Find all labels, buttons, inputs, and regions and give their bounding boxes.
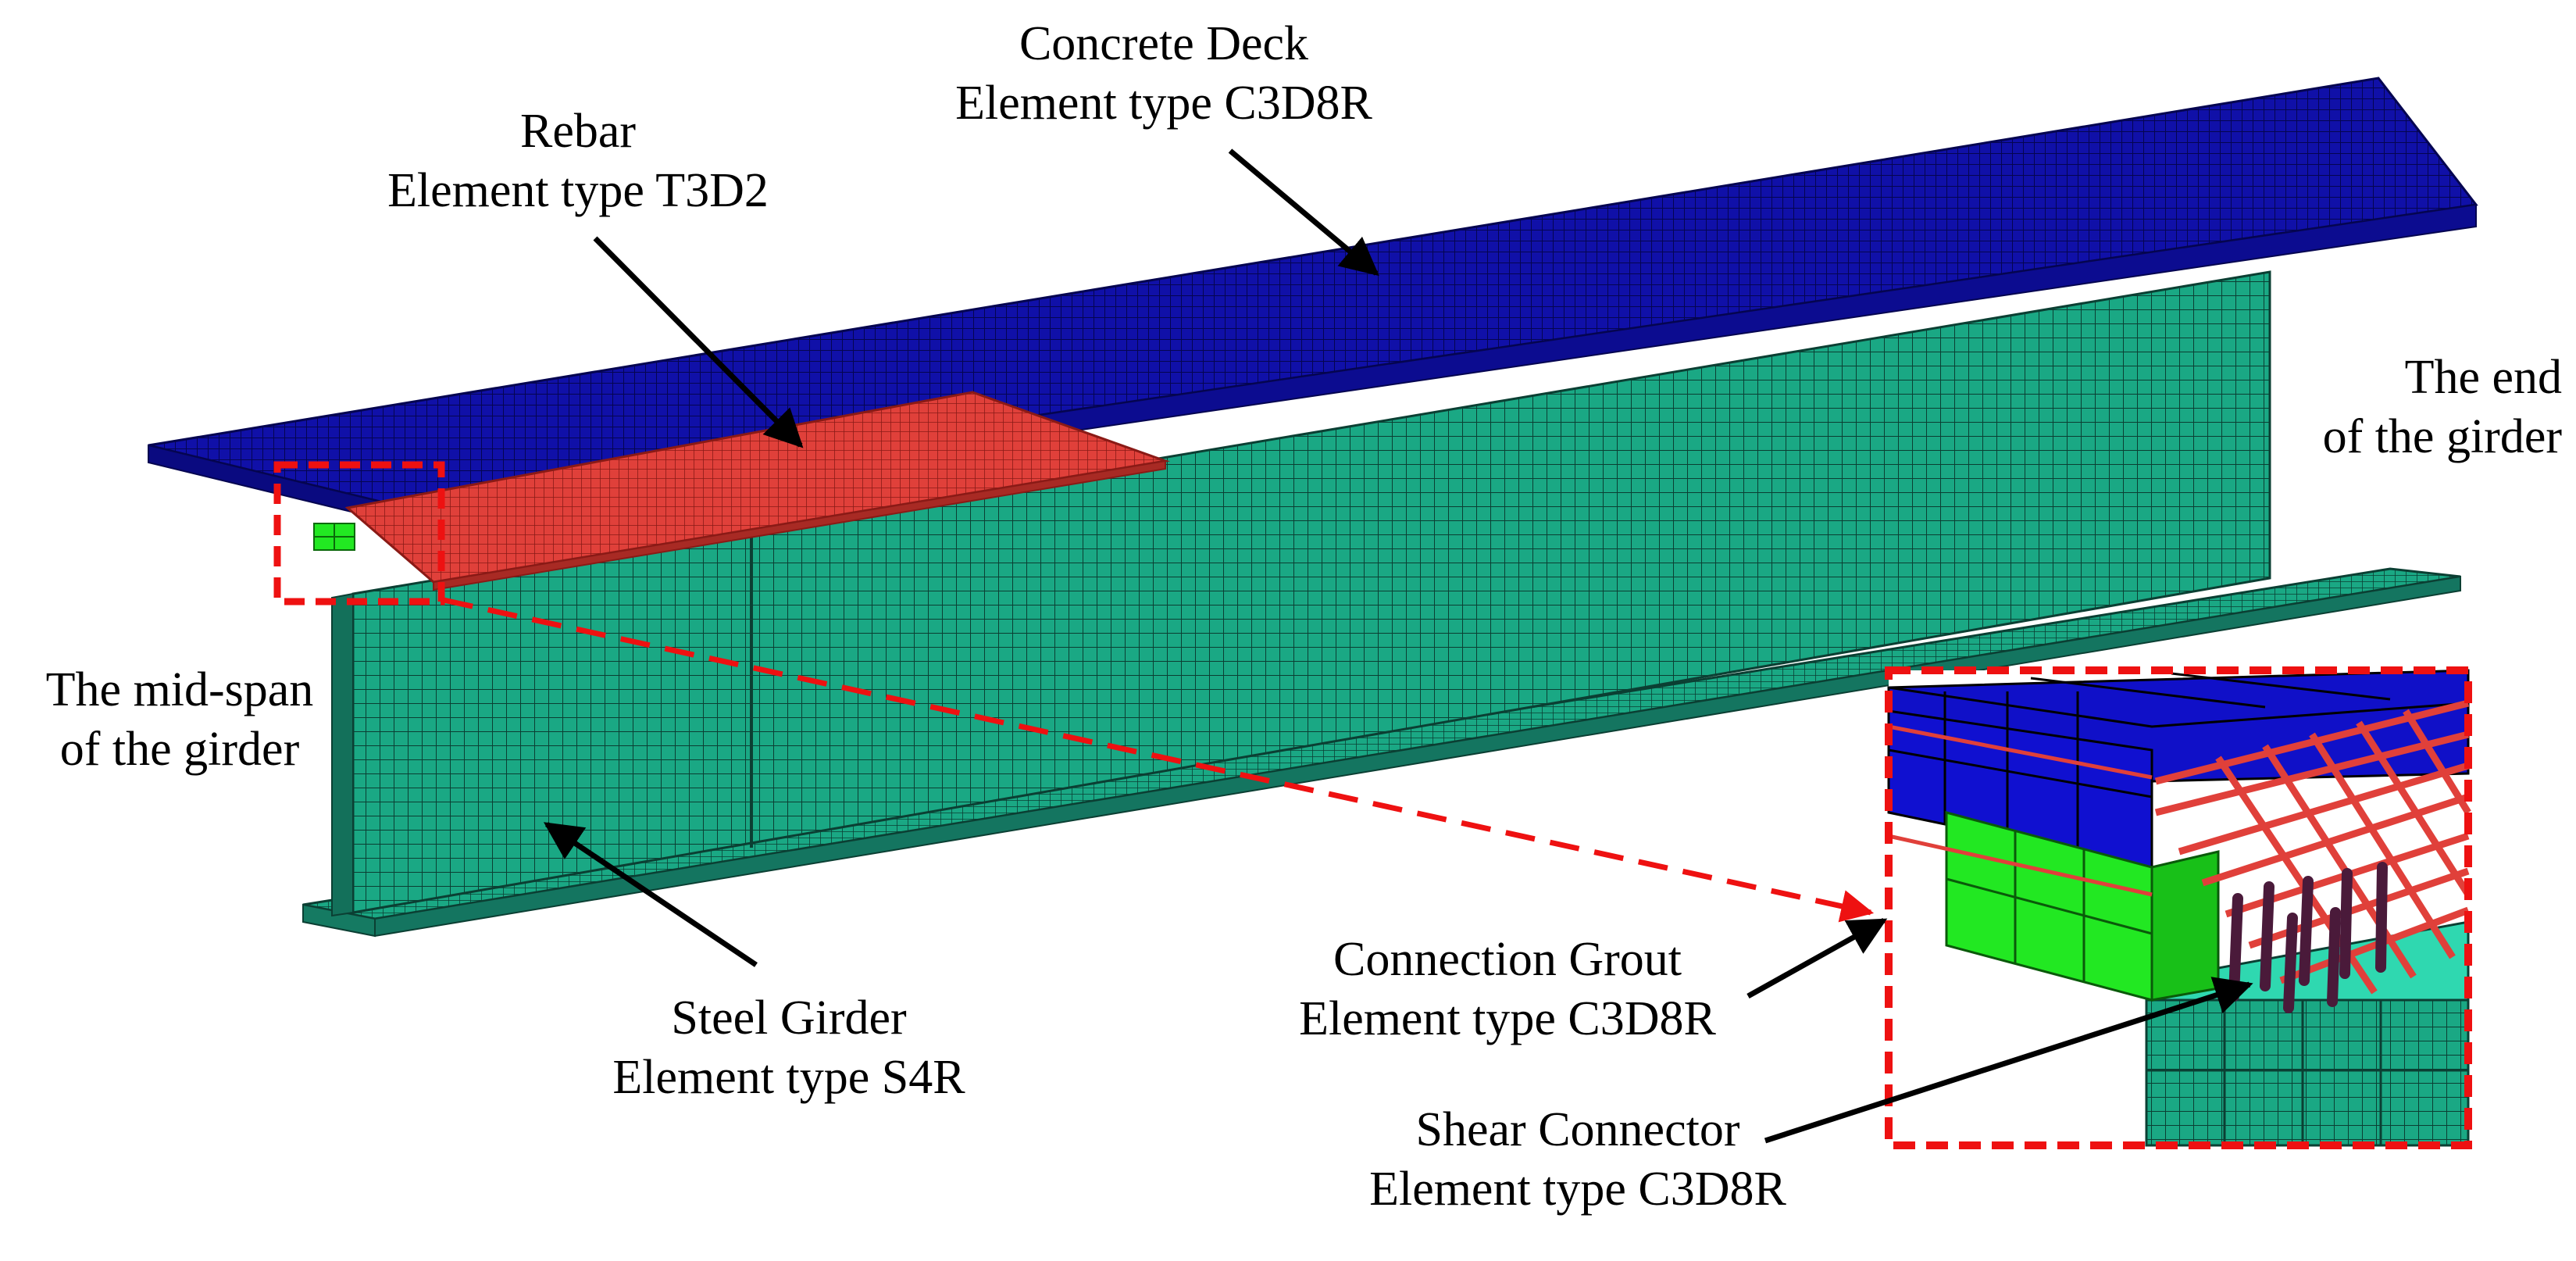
concrete-deck-name: Concrete Deck [1019, 17, 1309, 70]
detail-selection-box [273, 461, 445, 605]
girder-end-line1: The end [2404, 351, 2562, 404]
pointer-arrows [543, 148, 2253, 1144]
rebar-element-type: Element type T3D2 [387, 164, 769, 217]
arrow-to-concrete-deck [1228, 148, 1379, 277]
rebar-label: Rebar Element type T3D2 [328, 102, 828, 220]
arrow-to-steel-girder [543, 822, 758, 967]
mid-span-line2: of the girder [59, 723, 300, 776]
arrow-to-shear-connector [1764, 977, 2253, 1144]
arrow-to-rebar [593, 236, 804, 448]
arrow-to-connection-grout [1746, 917, 1888, 999]
concrete-deck-label: Concrete Deck Element type C3D8R [890, 14, 1437, 133]
detail-inset [1885, 666, 2472, 1149]
connection-grout-element-type: Element type C3D8R [1299, 992, 1716, 1045]
shear-connector-label: Shear Connector Element type C3D8R [1289, 1100, 1867, 1219]
mid-span-label: The mid-span of the girder [8, 660, 351, 779]
steel-girder-element-type: Element type S4R [612, 1051, 965, 1104]
rebar-name: Rebar [519, 105, 637, 158]
connection-grout-label: Connection Grout Element type C3D8R [1218, 930, 1796, 1048]
girder-end-label: The end of the girder [2234, 348, 2562, 466]
detail-leader-line [443, 597, 1875, 923]
shear-connector-element-type: Element type C3D8R [1369, 1163, 1786, 1216]
steel-girder-name: Steel Girder [671, 991, 907, 1045]
connection-grout-name: Connection Grout [1333, 933, 1682, 986]
shear-connector-name: Shear Connector [1415, 1103, 1740, 1156]
girder-end-line2: of the girder [2322, 410, 2562, 463]
steel-girder-web [331, 270, 2271, 917]
mid-span-grout-section [313, 523, 355, 551]
mid-span-line1: The mid-span [45, 663, 314, 716]
concrete-deck-element-type: Element type C3D8R [955, 77, 1372, 130]
steel-girder-label: Steel Girder Element type S4R [516, 988, 1062, 1107]
